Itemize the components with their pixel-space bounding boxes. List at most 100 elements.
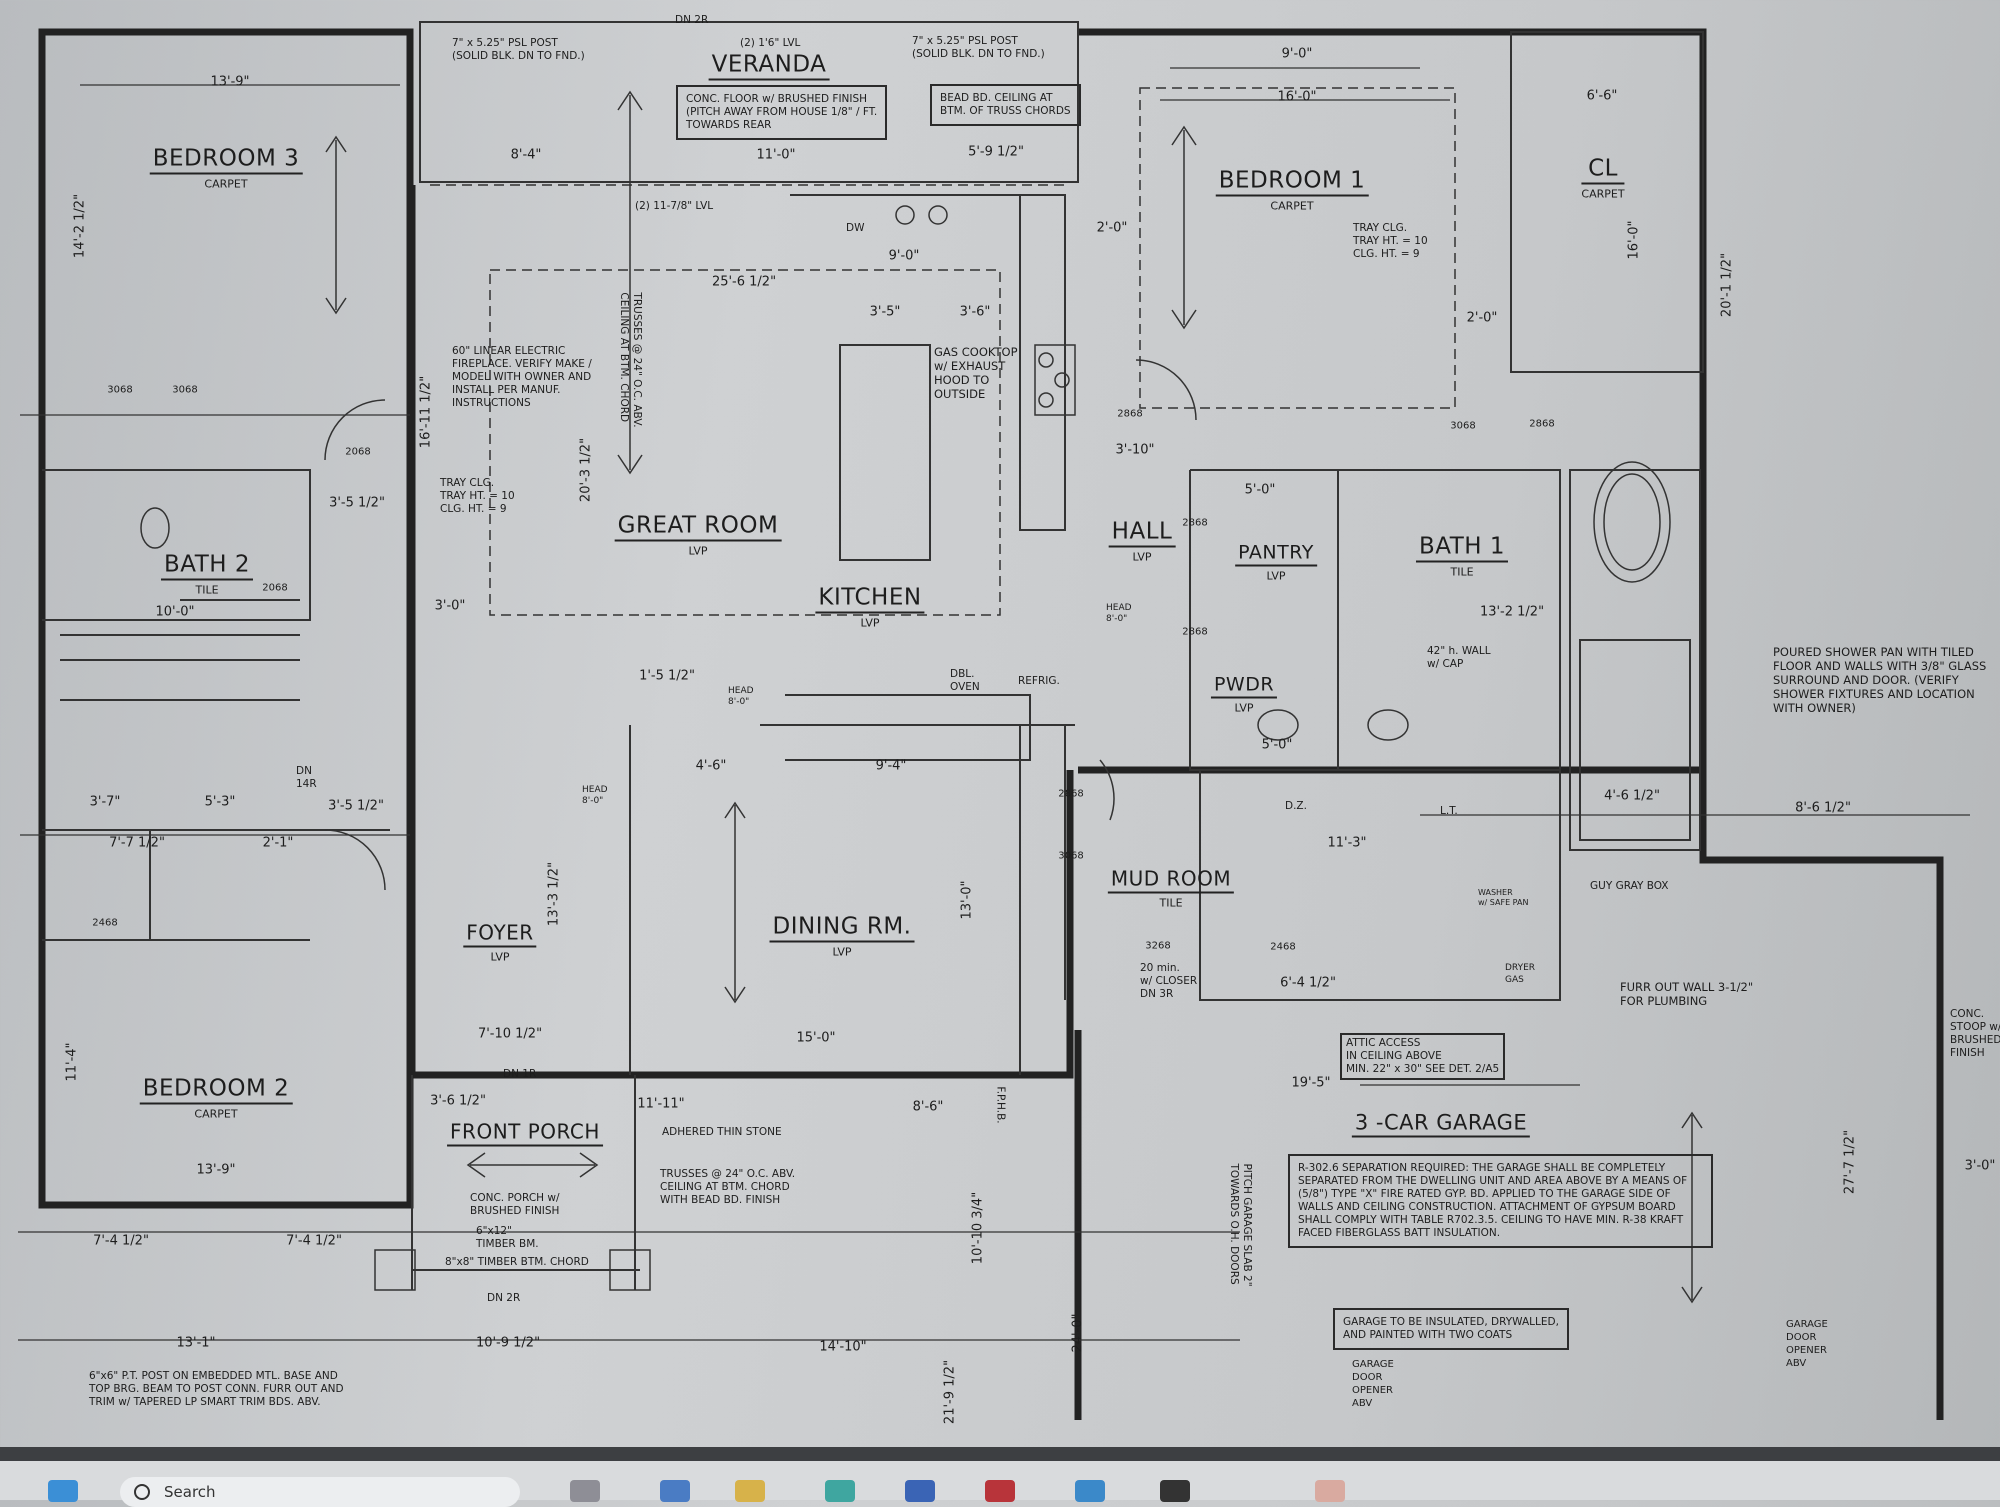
dim: 1'-5 1/2" (639, 668, 695, 684)
room-dining: DINING RM. LVP (769, 914, 915, 959)
dim: 11'-4" (64, 1042, 80, 1082)
room-name: BATH 1 (1415, 534, 1509, 563)
dim: 3'-6 1/2" (430, 1093, 486, 1109)
note-cooktop: GAS COOKTOP w/ EXHAUST HOOD TO OUTSIDE (934, 345, 1018, 401)
dim: 9'-4" (875, 758, 907, 774)
note-veranda-floor: CONC. FLOOR w/ BRUSHED FINISH (PITCH AWA… (676, 85, 888, 140)
dim: 27'-7 1/2" (1842, 1129, 1858, 1195)
search-icon (134, 1484, 150, 1500)
wall-center (408, 185, 1074, 1079)
room-name: PANTRY (1235, 542, 1317, 567)
room-name: VERANDA (708, 52, 830, 81)
room-floor: CARPET (194, 1107, 238, 1121)
note-conc-stoop: CONC. STOOP w/ BRUSHED FINISH (1950, 1008, 2000, 1059)
room-name: DINING RM. (769, 914, 915, 943)
door-size: 3068 (1058, 850, 1084, 862)
room-foyer: FOYER LVP (463, 921, 537, 964)
door-size: 2068 (262, 582, 288, 594)
app-icon-4[interactable] (1075, 1480, 1105, 1502)
dim: 14'-10" (819, 1339, 867, 1355)
dim: 8'-4" (510, 147, 542, 163)
dim: 13'-9" (196, 1162, 236, 1178)
room-floor: CARPET (1581, 187, 1625, 201)
dim: 4'-6" (695, 758, 727, 774)
file-explorer-icon[interactable] (735, 1480, 765, 1502)
room-floor: LVP (688, 544, 708, 558)
room-floor: LVP (490, 950, 510, 964)
note-adhered-stone: ADHERED THIN STONE (662, 1126, 782, 1138)
dim: 5'-0" (1244, 482, 1276, 498)
label-porch-dn: DN 2R (487, 1292, 521, 1304)
dim: 8'-6 1/2" (1795, 800, 1851, 816)
note-tray-bed1: TRAY CLG. TRAY HT. = 10 CLG. HT. = 9 (1353, 222, 1428, 260)
dim: 16'-0" (1277, 89, 1317, 105)
label-laundry-tub: L.T. (1440, 805, 1458, 817)
dim: 13'-1" (176, 1335, 216, 1351)
dim: 5'-3" (204, 794, 236, 810)
app-icon-2[interactable] (660, 1480, 690, 1502)
dim: 3'-5" (869, 304, 901, 320)
app-icon-1[interactable] (570, 1480, 600, 1502)
bathtub (1593, 461, 1671, 583)
door-size: 2468 (1270, 941, 1296, 953)
dim: 5'-9 1/2" (968, 144, 1024, 160)
dim: 3'-5 1/2" (328, 798, 384, 814)
dim: 7'-10 1/2" (477, 1026, 543, 1042)
taskbar: Search (0, 1461, 2000, 1507)
dim: 6'-4 1/2" (1280, 975, 1336, 991)
label-fphb: F.P.H.B. (994, 1086, 1007, 1124)
room-garage: 3 -CAR GARAGE (1351, 1111, 1531, 1138)
search-placeholder: Search (164, 1483, 216, 1501)
room-floor: LVP (1234, 701, 1254, 715)
dim: 20'-1 1/2" (1719, 252, 1735, 318)
note-porch-trusses: TRUSSES @ 24" O.C. ABV. CEILING AT BTM. … (660, 1168, 796, 1206)
door-size: 3068 (1450, 420, 1476, 432)
note-wall-cap: 42" h. WALL w/ CAP (1427, 645, 1491, 670)
dim: 2'-0" (1096, 220, 1128, 236)
app-icon-3[interactable] (905, 1480, 935, 1502)
mail-icon[interactable] (985, 1480, 1015, 1502)
dim: 7'-4 1/2" (93, 1233, 149, 1249)
room-name: GREAT ROOM (614, 513, 782, 542)
windows-start-icon[interactable] (48, 1480, 78, 1502)
monitor-bezel (0, 1447, 2000, 1461)
app-icon-6[interactable] (1315, 1480, 1345, 1502)
room-floor: LVP (832, 945, 852, 959)
room-floor: LVP (1266, 569, 1286, 583)
note-trusses-great-room: TRUSSES @ 24" O.C. ABV. CEILING AT BTM. … (618, 292, 643, 428)
label-head-3: HEAD 8'-0" (1106, 603, 1132, 624)
room-name: MUD ROOM (1107, 867, 1235, 894)
label-double-oven: DBL. OVEN (950, 668, 980, 693)
room-floor: TILE (195, 583, 219, 597)
label-foyer-dn: DN 1R (503, 1068, 537, 1080)
note-garage-opener-1: GARAGE DOOR OPENER ABV (1352, 1359, 1394, 1409)
dim: 9'-0" (888, 248, 920, 264)
door-size: 3068 (172, 384, 198, 396)
dim: 11'-0" (756, 147, 796, 163)
dim: 13'-2 1/2" (1479, 604, 1545, 620)
note-porch-floor: CONC. PORCH w/ BRUSHED FINISH (470, 1192, 560, 1217)
dim: 4'-6 1/2" (1604, 788, 1660, 804)
taskbar-search[interactable]: Search (120, 1477, 520, 1507)
note-post: 6"x6" P.T. POST ON EMBEDDED MTL. BASE AN… (89, 1370, 344, 1408)
door-size: 3068 (107, 384, 133, 396)
dim: 19'-5" (1291, 1075, 1331, 1091)
label-dryer: DRYER GAS (1505, 963, 1536, 985)
dim: 21'-9 1/2" (942, 1359, 958, 1425)
room-floor: TILE (1450, 565, 1474, 579)
browser-icon[interactable] (825, 1480, 855, 1502)
app-icon-5[interactable] (1160, 1480, 1190, 1502)
note-garage-insulated: GARAGE TO BE INSULATED, DRYWALLED, AND P… (1333, 1308, 1569, 1350)
dim: 3'-10" (1115, 442, 1155, 458)
dim: 11'-11" (637, 1096, 685, 1112)
label-washer: WASHER w/ SAFE PAN (1478, 888, 1529, 907)
door-size: 2868 (1529, 418, 1555, 430)
room-name: FOYER (463, 921, 537, 948)
label-stair-dn: DN 14R (296, 765, 317, 790)
dim: 14'-2 1/2" (72, 193, 88, 259)
door-size: 2468 (92, 917, 118, 929)
dim: 5'-0" (1261, 737, 1293, 753)
